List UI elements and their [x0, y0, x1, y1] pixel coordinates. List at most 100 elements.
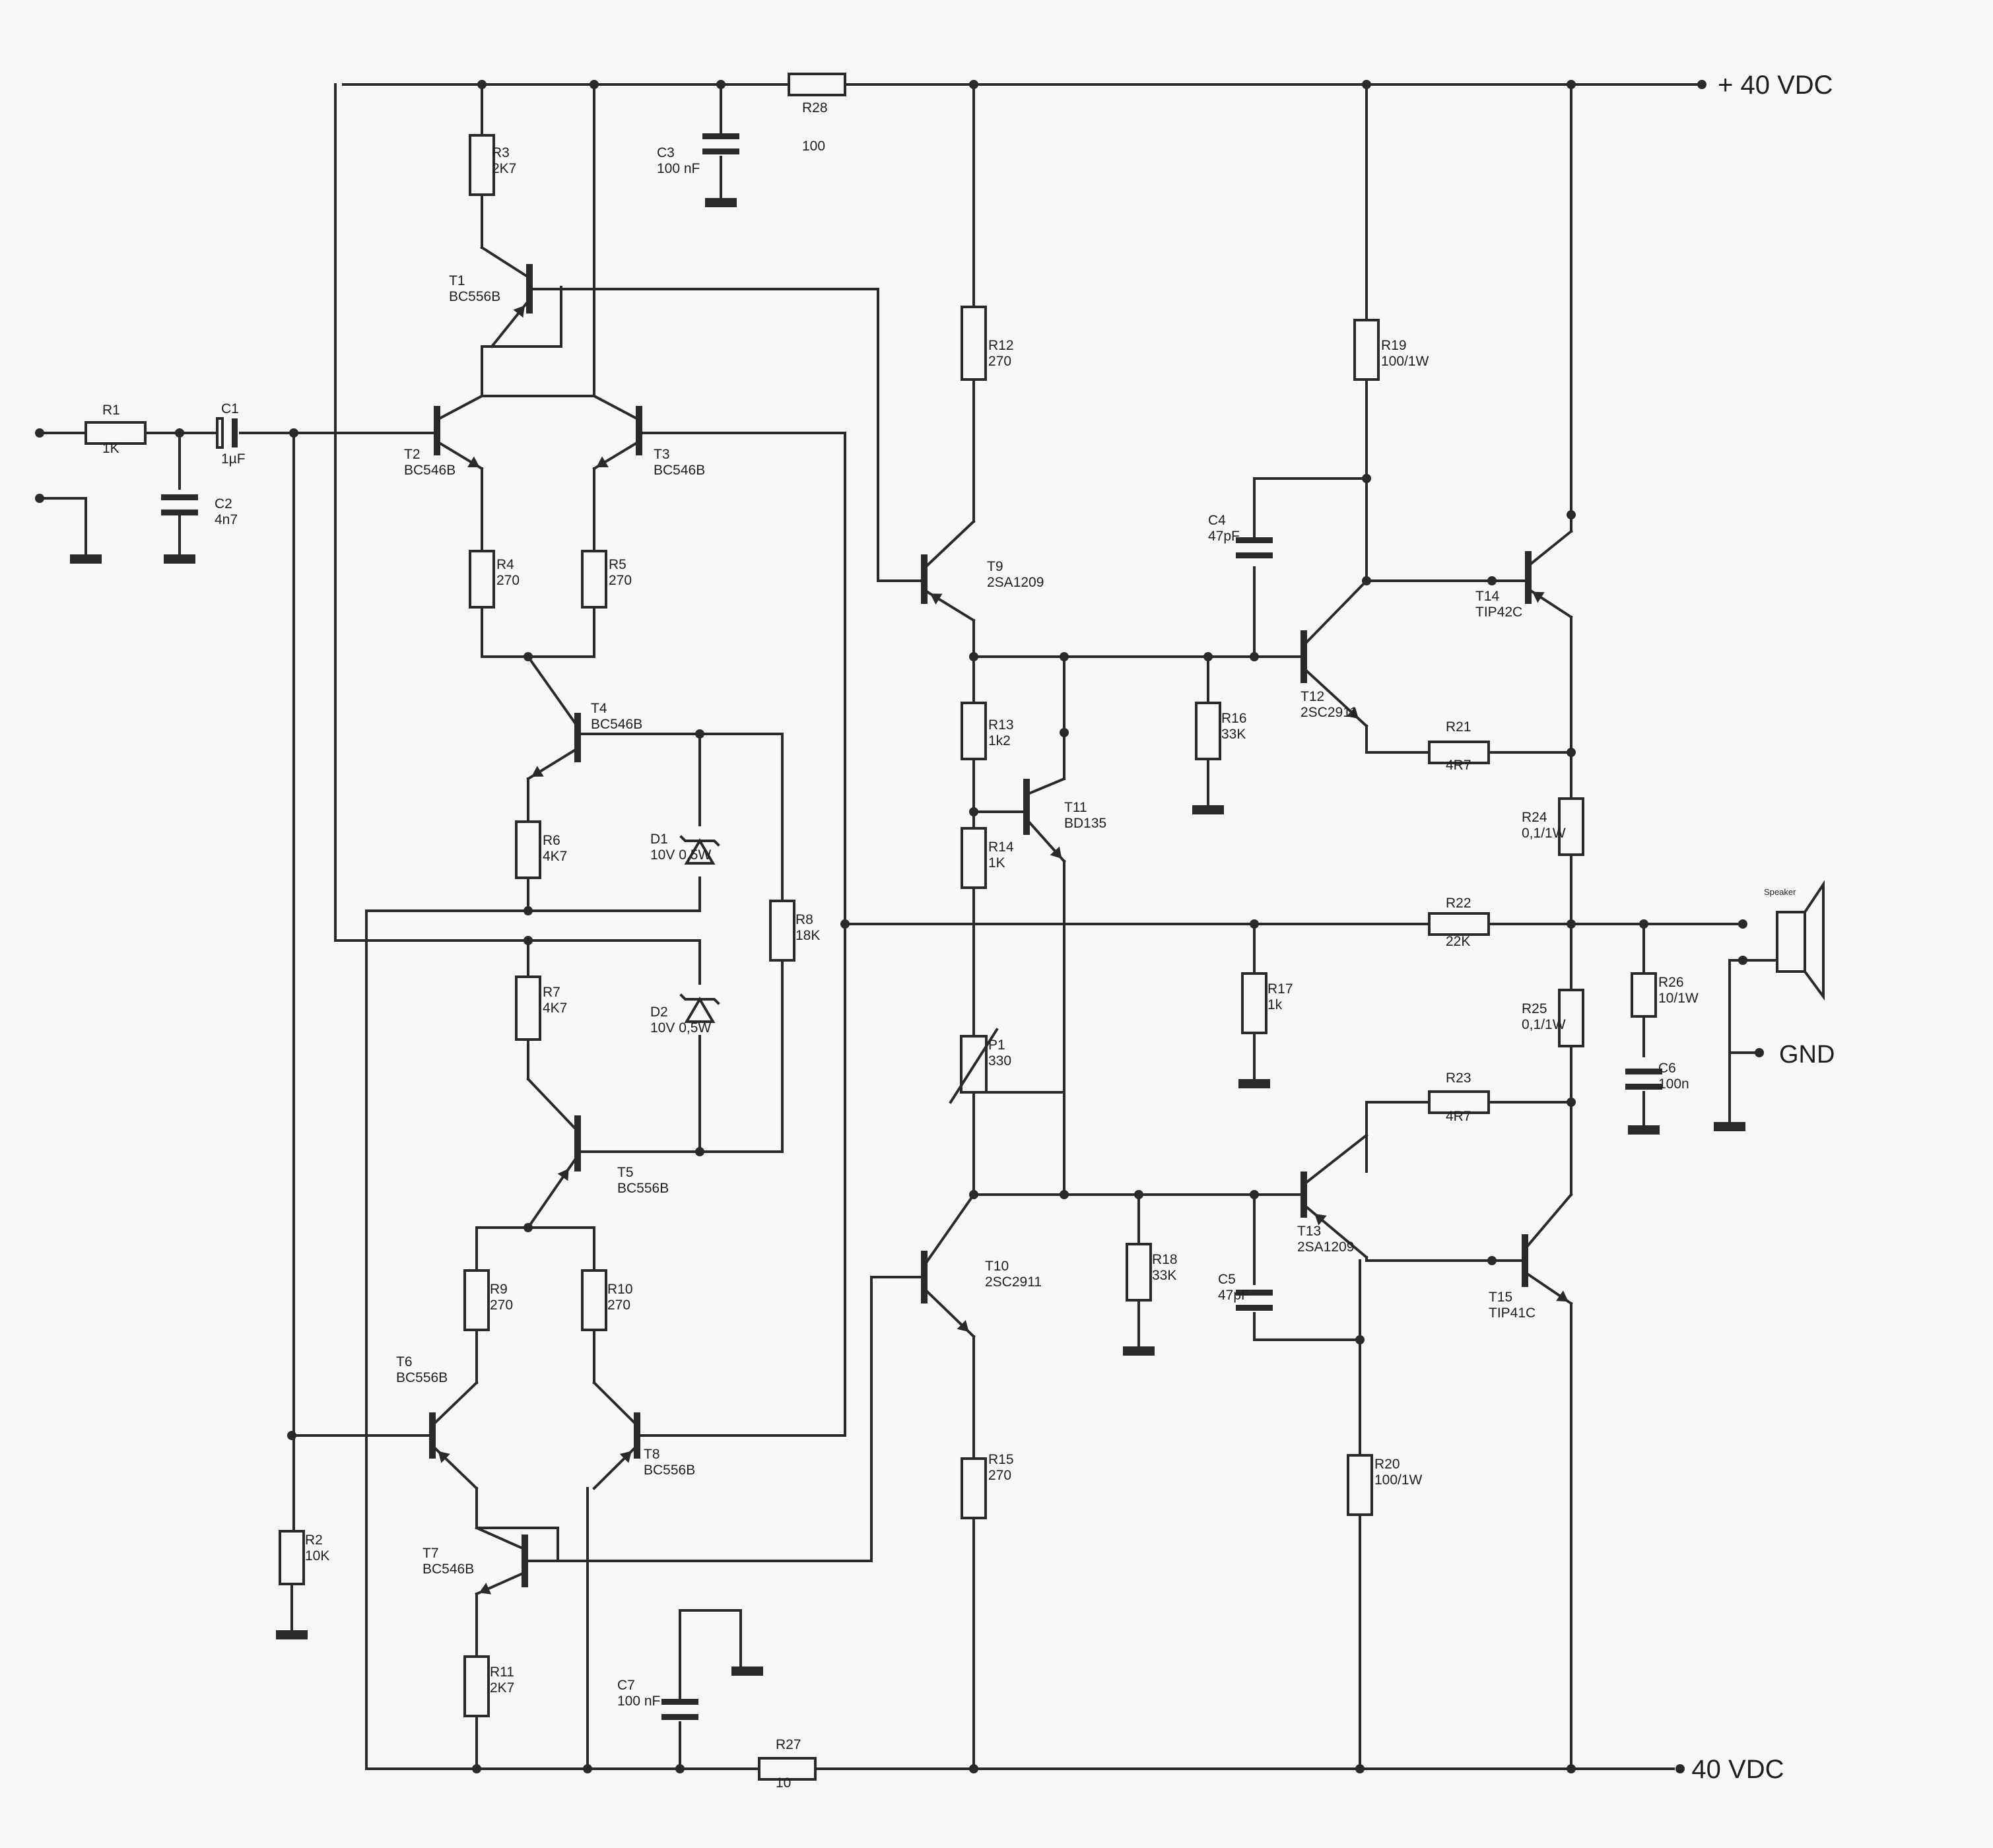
label-r27: R27	[776, 1737, 801, 1752]
label-t14: T14	[1475, 589, 1500, 604]
label-t10: T10	[985, 1259, 1009, 1274]
value-r18: 33K	[1152, 1268, 1176, 1283]
value-r16: 33K	[1221, 727, 1246, 742]
ground-symbol	[1192, 805, 1224, 814]
label-r16: R16	[1221, 711, 1247, 726]
label-c1: C1	[221, 401, 239, 416]
speaker-cone	[1804, 880, 1825, 1001]
transistor-t9-collector	[922, 519, 976, 570]
value-c1: 1µF	[221, 451, 246, 467]
resistor-r9	[463, 1269, 490, 1331]
label-t7: T7	[422, 1546, 439, 1561]
junction-dot	[590, 80, 599, 89]
transistor-t14-arrow	[1532, 591, 1545, 603]
transistor-t6-arrow	[438, 1451, 450, 1463]
junction-dot	[1567, 80, 1576, 89]
transistor-t15-collector	[1523, 1193, 1573, 1251]
value-d2: 10V 0,5W	[650, 1020, 711, 1036]
speaker-coil	[1776, 911, 1806, 973]
value-p1: 330	[988, 1053, 1011, 1069]
value-r3: 2K7	[492, 161, 516, 176]
transistor-t5-arrow	[557, 1168, 569, 1181]
capacitor-c6-plate	[1625, 1069, 1662, 1074]
value-r27: 10	[776, 1775, 791, 1791]
value-r23: 4R7	[1446, 1109, 1471, 1124]
junction-dot	[1487, 576, 1497, 585]
label-t5: T5	[617, 1165, 634, 1180]
part-t10: 2SC2911	[985, 1274, 1042, 1290]
resistor-r20	[1347, 1454, 1373, 1516]
label-r2: R2	[305, 1533, 323, 1548]
junction-dot	[1487, 1256, 1497, 1265]
transistor-t7-collector	[475, 1526, 527, 1552]
value-c7: 100 nF	[617, 1694, 660, 1709]
label-r20: R20	[1374, 1457, 1400, 1472]
resistor-r25	[1558, 989, 1584, 1047]
value-r8: 18K	[795, 928, 820, 943]
resistor-r26	[1631, 972, 1657, 1018]
capacitor-c2-plate	[161, 494, 198, 500]
speaker-label: Speaker	[1764, 887, 1796, 897]
junction-dot	[716, 80, 726, 89]
junction-dot	[1060, 728, 1069, 737]
junction-dot	[472, 1764, 481, 1773]
transistor-t13-arrow	[1314, 1214, 1327, 1226]
resistor-r8	[769, 900, 795, 962]
label-c3: C3	[657, 145, 675, 160]
resistor-r12	[961, 306, 987, 381]
transistor-t5-emitter	[526, 1154, 580, 1230]
label-t4: T4	[591, 701, 607, 716]
part-t11: BD135	[1064, 816, 1106, 831]
label-r7: R7	[543, 985, 560, 1000]
labels: + 40 VDC- 40 VDCR11KC11µFC24n7R32K7T1BC5…	[102, 71, 1835, 1791]
label-r19: R19	[1381, 338, 1407, 353]
ground-symbol	[731, 1666, 763, 1676]
capacitor-c5-plate	[1236, 1290, 1273, 1296]
value-r17: 1k	[1267, 997, 1283, 1012]
capacitor-c6-plate	[1625, 1084, 1662, 1090]
capacitor-c4-plate	[1236, 552, 1273, 558]
junction-dot	[583, 1764, 592, 1773]
transistor-t7-arrow	[479, 1583, 492, 1595]
label-t1: T1	[449, 273, 465, 288]
transistor-t3-collector	[592, 394, 641, 422]
part-t14: TIP42C	[1475, 605, 1522, 620]
junction-dot	[675, 1764, 685, 1773]
junction-dot	[1567, 1764, 1576, 1773]
value-r9: 270	[490, 1298, 513, 1313]
negative-rail-label: - 40 VDC	[1675, 1755, 1784, 1784]
label-t15: T15	[1489, 1290, 1512, 1305]
part-t12: 2SC2911	[1301, 705, 1357, 720]
resistor-r23	[1428, 1090, 1490, 1114]
zener-d2	[684, 997, 716, 1023]
value-r20: 100/1W	[1374, 1472, 1423, 1488]
label-c6: C6	[1658, 1061, 1676, 1076]
zener-d1	[684, 838, 716, 865]
resistor-r14	[961, 827, 987, 889]
value-r22: 22K	[1446, 934, 1470, 949]
value-r24: 0,1/1W	[1522, 826, 1566, 841]
label-r25: R25	[1522, 1001, 1547, 1016]
transistor-t13-collector	[1302, 1133, 1368, 1187]
capacitor-c2-plate	[161, 510, 198, 515]
value-c4: 47pF	[1208, 529, 1240, 544]
label-t9: T9	[987, 559, 1003, 574]
label-r6: R6	[543, 833, 560, 848]
value-r5: 270	[609, 573, 632, 588]
resistor-r22	[1428, 912, 1490, 936]
junction-dot	[1355, 1764, 1365, 1773]
zener-d2-bar	[679, 993, 720, 1005]
resistor-r4	[469, 550, 495, 609]
value-r25: 0,1/1W	[1522, 1017, 1566, 1032]
value-r28: 100	[802, 139, 825, 154]
label-r14: R14	[988, 840, 1014, 855]
transistor-t2-arrow	[467, 456, 480, 468]
transistor-t15-arrow	[1556, 1290, 1569, 1302]
capacitor-c5-plate	[1236, 1305, 1273, 1311]
part-t13: 2SA1209	[1297, 1239, 1354, 1255]
transistor-t11-arrow	[1050, 846, 1062, 859]
resistor-r6	[515, 820, 541, 879]
value-r11: 2K7	[490, 1680, 514, 1696]
label-r21: R21	[1446, 719, 1471, 735]
